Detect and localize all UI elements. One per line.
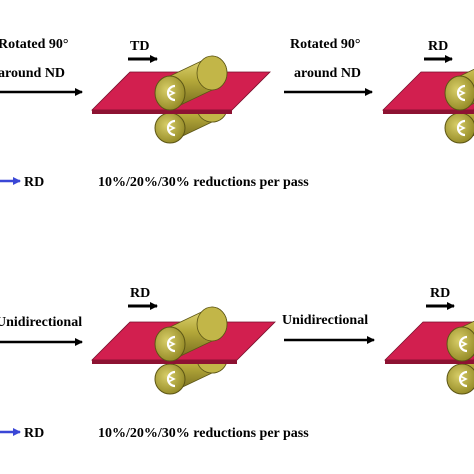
row1-mill2-direction-label: RD (428, 39, 448, 54)
row2-mill2-direction-label: RD (430, 286, 450, 301)
row2-mill1-direction-label: RD (130, 286, 150, 301)
row2-step2-label: Unidirectional (282, 313, 368, 328)
row2-step1-label: Unidirectional (0, 315, 82, 330)
row1-mill1-sheet-edge (92, 110, 232, 114)
row1-legend-rd-label: RD (24, 175, 44, 190)
row1-mill2-top-roller (443, 54, 474, 112)
row1-step1-label-line2: around ND (0, 66, 65, 81)
row-1: Rotated 90° around ND TD Rotated 90° aro… (0, 37, 474, 190)
row2-mill2: RD (384, 286, 474, 396)
row1-step2-label-line1: Rotated 90° (290, 37, 361, 52)
row2-reductions-text: 10%/20%/30% reductions per pass (98, 426, 309, 441)
row2-mill1-sheet-edge (92, 360, 237, 364)
row1-reductions-text: 10%/20%/30% reductions per pass (98, 175, 309, 190)
row1-mill1: TD (91, 39, 271, 145)
row1-mill2-sheet-edge (383, 110, 474, 114)
row2-mill2-sheet-edge (385, 360, 474, 364)
row1-mill2: RD (382, 39, 474, 145)
row2-mill2-top-roller (445, 305, 474, 363)
row2-legend-rd-label: RD (24, 426, 44, 441)
row-2: Unidirectional RD Unidirectional RD RD 1… (0, 286, 474, 441)
row2-mill1: RD (91, 286, 276, 396)
row1-step2-label-line2: around ND (294, 66, 361, 81)
row1-step1-label-line1: Rotated 90° (0, 37, 69, 52)
row1-mill1-direction-label: TD (130, 39, 149, 54)
